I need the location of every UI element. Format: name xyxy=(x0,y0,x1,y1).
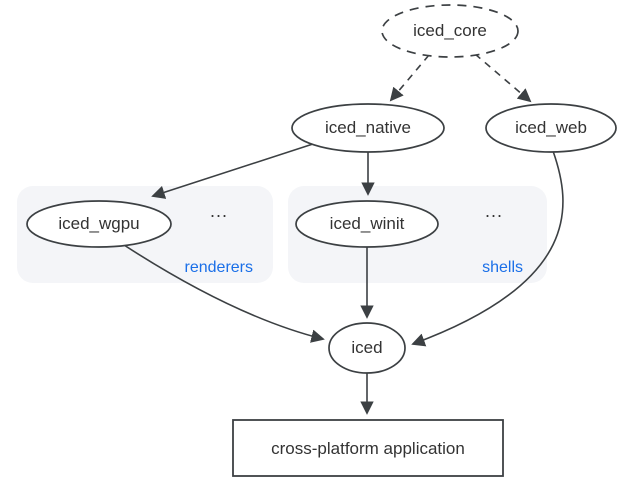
node-iced-native-shape xyxy=(291,103,445,153)
group-shells-overlay: ... shells xyxy=(288,186,547,283)
node-iced-native-label: iced_native xyxy=(324,118,412,137)
node-iced-winit-shape xyxy=(295,200,439,248)
node-app-shape xyxy=(232,419,504,477)
node-app-label: cross-platform application xyxy=(271,439,465,458)
node-iced-label: iced xyxy=(351,338,383,357)
edge-web-iced xyxy=(411,150,564,347)
node-iced-wgpu-label: iced_wgpu xyxy=(58,214,140,233)
node-iced-shape xyxy=(328,322,406,374)
shells-group-label: shells xyxy=(482,259,523,276)
edge-wgpu-iced xyxy=(123,244,325,343)
node-iced-wgpu-shape xyxy=(26,200,172,248)
renderers-group-label: renderers xyxy=(184,259,253,276)
node-iced-web-shape xyxy=(485,103,617,153)
node-iced-winit-label: iced_winit xyxy=(329,214,405,233)
renderers-ellipsis: ... xyxy=(210,201,229,221)
edge-native-wgpu xyxy=(151,142,317,199)
shells-ellipsis: ... xyxy=(485,201,504,221)
edge-core-native xyxy=(389,54,430,102)
edge-core-web xyxy=(474,53,532,103)
node-iced-core-shape xyxy=(381,4,519,58)
node-iced-web-label: iced_web xyxy=(515,118,587,137)
node-iced-core-label: iced_core xyxy=(413,21,487,40)
group-renderers-overlay: ... renderers xyxy=(17,186,273,283)
